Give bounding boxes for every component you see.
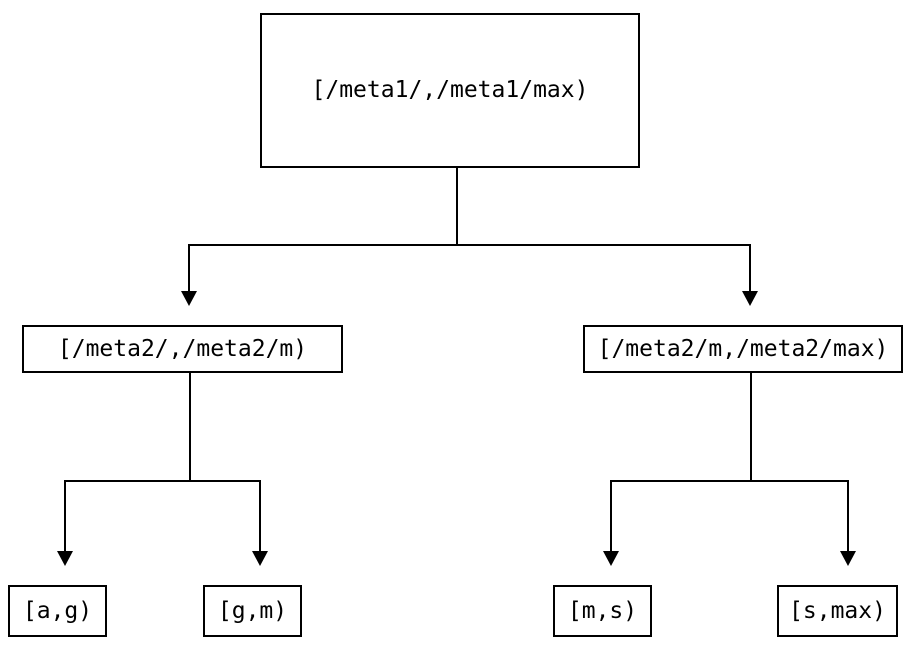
- node-leaf-a-g: [a,g): [8, 585, 107, 637]
- arrowhead-to-leaf-gm: [252, 551, 268, 566]
- arrowhead-to-leaf-ms: [603, 551, 619, 566]
- arrowhead-to-meta2-low: [181, 291, 197, 306]
- edge-meta2-low-to-leaves: [57, 373, 268, 566]
- node-root-meta1-range: [/meta1/,/meta1/max): [260, 13, 640, 168]
- edge-meta2-high-to-leaves: [603, 373, 856, 566]
- arrowhead-to-meta2-high: [742, 291, 758, 306]
- node-meta2-high-range: [/meta2/m,/meta2/max): [583, 325, 903, 373]
- node-leaf-g-m: [g,m): [203, 585, 302, 637]
- node-leaf-m-s: [m,s): [553, 585, 652, 637]
- edge-root-to-level2: [181, 168, 758, 306]
- node-leaf-s-max: [s,max): [777, 585, 898, 637]
- arrowhead-to-leaf-smax: [840, 551, 856, 566]
- node-meta2-low-range: [/meta2/,/meta2/m): [22, 325, 343, 373]
- arrowhead-to-leaf-ag: [57, 551, 73, 566]
